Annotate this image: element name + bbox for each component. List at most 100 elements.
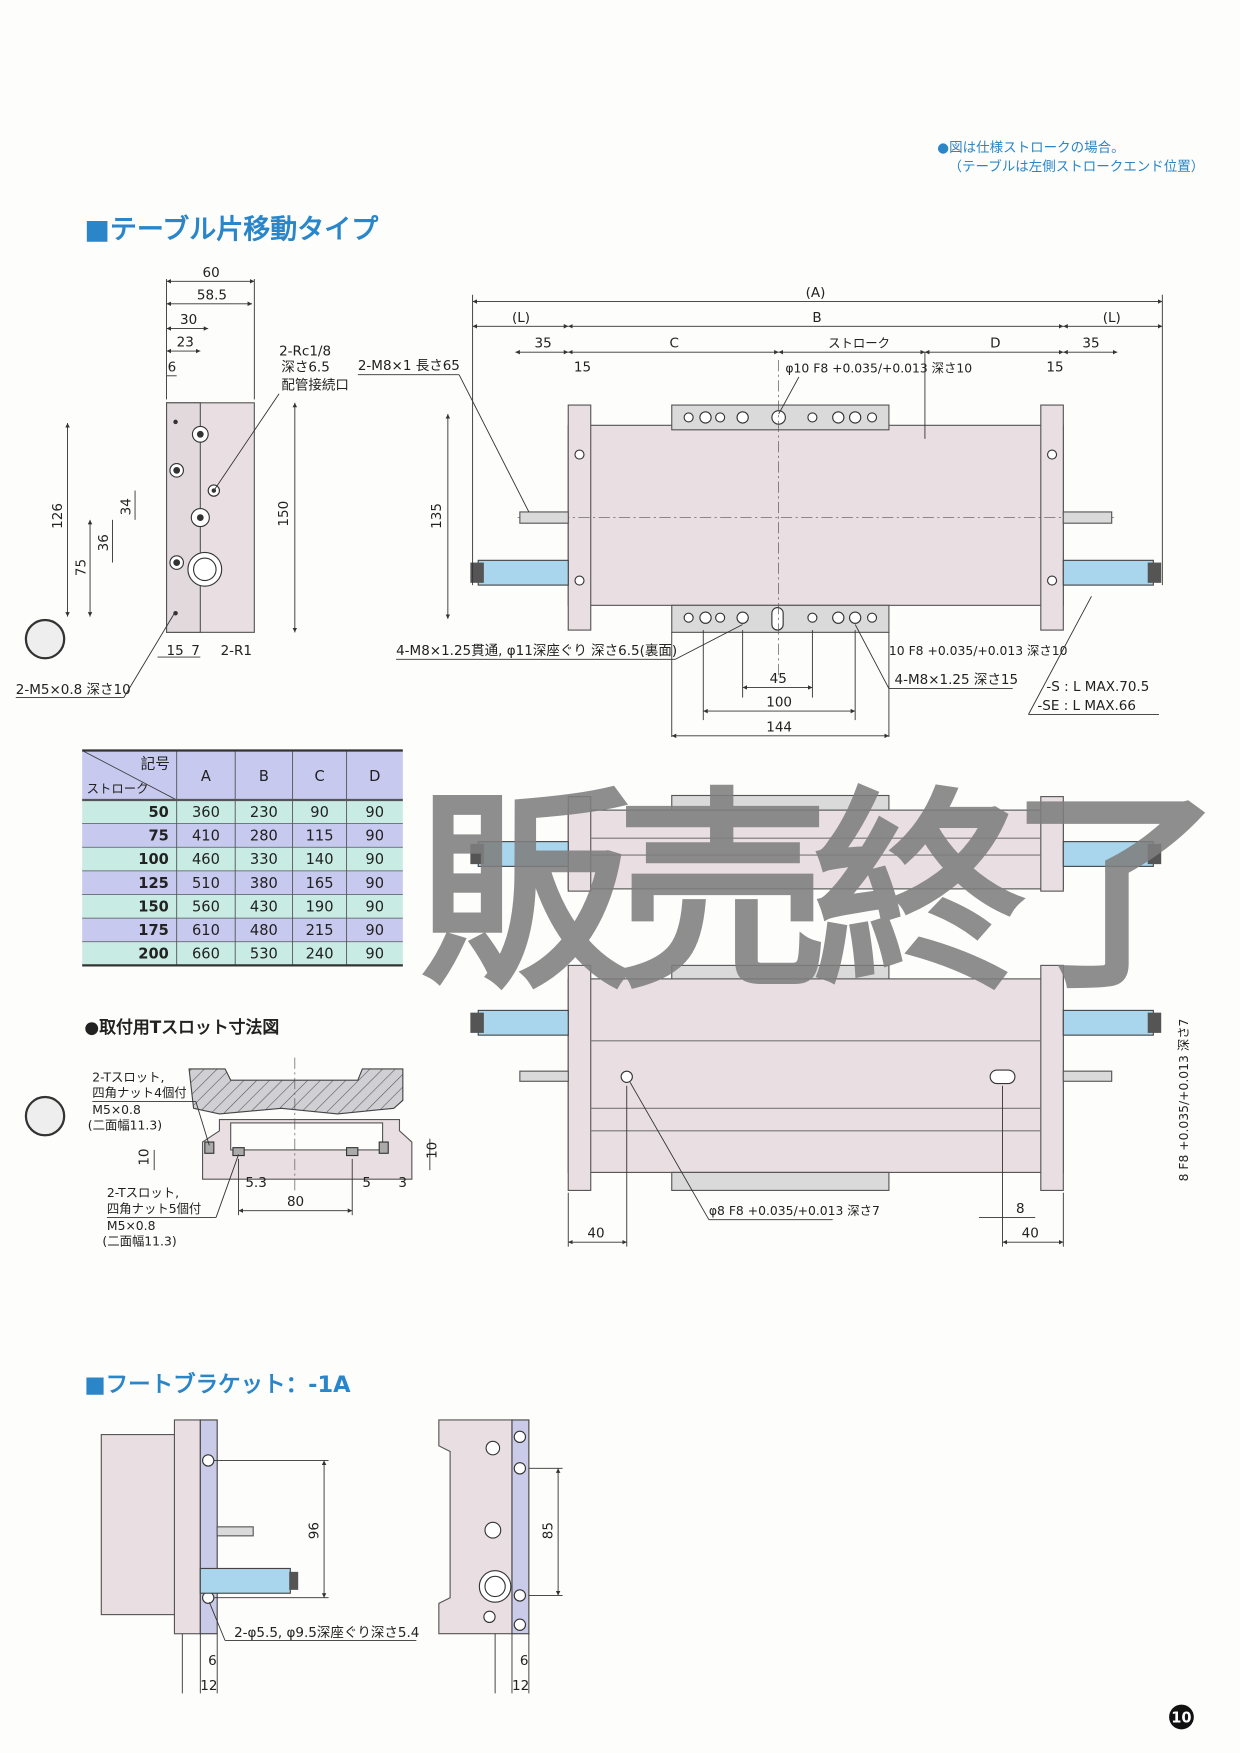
port-label-3: 配管接続口 <box>281 376 349 393</box>
table-corner-bottom: ストローク <box>87 782 149 796</box>
tslot-dim-80: 80 <box>287 1194 304 1210</box>
tslot-dim-3: 3 <box>398 1175 407 1191</box>
section-title-table-single: ■テーブル片移動タイプ <box>84 214 379 246</box>
table-cell: 560 <box>192 898 220 915</box>
tslot-upper-1: 2-Tスロット, <box>92 1070 164 1084</box>
tslot-section-drawing: 10 10 5.3 80 5 3 2-Tスロット, 四角ナット4個付 M5×0.… <box>88 1057 441 1249</box>
table-cell: 90 <box>365 875 384 892</box>
binder-hole-icon <box>24 618 66 660</box>
dim-stroke: ストローク <box>828 337 890 351</box>
tslot-title: ●取付用Tスロット寸法図 <box>84 1017 279 1037</box>
table-cell: 480 <box>250 922 278 939</box>
dim-60: 60 <box>203 265 220 281</box>
foot-dim-6-right: 6 <box>520 1653 529 1669</box>
tslot-lower-2: 四角ナット5個付 <box>107 1202 201 1216</box>
table-cell: 115 <box>306 827 334 844</box>
table-cell: 240 <box>306 946 334 963</box>
table-corner-top: 記号 <box>141 755 170 772</box>
dim-C: C <box>670 336 679 352</box>
dim-6: 6 <box>168 359 177 375</box>
table-cell: 230 <box>250 804 278 821</box>
side-pin-label: 8 F8 +0.035/+0.013 深さ7 <box>1177 1019 1191 1182</box>
dim-34: 34 <box>119 498 135 515</box>
table-cell: 90 <box>365 922 384 939</box>
table-cell: 380 <box>250 875 278 892</box>
table-cell: 280 <box>250 827 278 844</box>
table-row <box>82 918 403 942</box>
table-cell-stroke: 175 <box>138 922 169 939</box>
table-row <box>82 847 403 871</box>
through-holes-label: 4-M8×1.25貫通, φ11深座ぐり 深さ6.5(裏面) <box>396 643 677 659</box>
foot-dim-96: 96 <box>306 1522 322 1539</box>
table-cell: 90 <box>365 851 384 868</box>
table-cell: 90 <box>365 804 384 821</box>
table-cell-stroke: 125 <box>138 875 169 892</box>
table-cell: 90 <box>365 898 384 915</box>
foot-bracket-side-drawing: 85 6 12 <box>438 1419 563 1694</box>
port-label-1: 2-Rc1/8 <box>279 344 331 360</box>
dim-D: D <box>990 336 1000 352</box>
table-cell-stroke: 200 <box>138 946 169 963</box>
dim-15: 15 <box>167 643 184 659</box>
dim-45: 45 <box>770 671 787 687</box>
table-cell: 165 <box>306 875 334 892</box>
page-number-badge <box>1169 1704 1194 1730</box>
dim-L-left: (L) <box>512 310 530 326</box>
table-cell: 660 <box>192 946 220 963</box>
tslot-lower-1: 2-Tスロット, <box>107 1186 179 1200</box>
dim-75: 75 <box>74 559 90 576</box>
side-view-drawing: 60 58.5 30 23 6 126 75 36 34 150 15 7 2-… <box>16 265 349 698</box>
table-cell: 510 <box>192 875 220 892</box>
dim-144: 144 <box>766 719 792 735</box>
tslot-upper-3: M5×0.8 <box>92 1103 141 1117</box>
table-cell: 140 <box>306 851 334 868</box>
table-cell-stroke: 100 <box>138 851 169 868</box>
foot-dim-6-left: 6 <box>208 1653 217 1669</box>
table-corner-diagonal <box>81 750 177 801</box>
tslot-upper-2: 四角ナット4個付 <box>92 1086 186 1100</box>
table-column-header: B <box>259 768 269 785</box>
tslot-dim-5-3: 5.3 <box>245 1175 266 1191</box>
table-header-bg <box>82 750 403 800</box>
table-row <box>82 941 403 966</box>
tslot-dim-10-right: 10 <box>425 1142 441 1159</box>
table-column-header: A <box>201 768 211 785</box>
table-column-header: D <box>369 768 380 785</box>
table-cell-stroke: 50 <box>148 804 168 821</box>
dim-100: 100 <box>766 695 792 711</box>
dim-L-right: (L) <box>1103 310 1121 326</box>
dim-23: 23 <box>177 335 194 351</box>
tslot-lower-3: M5×0.8 <box>107 1219 156 1233</box>
tslot-upper-4: (二面幅11.3) <box>88 1118 162 1133</box>
dim-7: 7 <box>191 643 200 659</box>
page-number: 10 <box>1171 1710 1191 1727</box>
pin-hole-bottom-label: 10 F8 +0.035/+0.013 深さ10 <box>889 644 1068 658</box>
table-cell: 90 <box>365 946 384 963</box>
table-cell: 610 <box>192 922 220 939</box>
dim-126: 126 <box>50 503 66 529</box>
dim-150: 150 <box>276 501 292 527</box>
l-max-s-label: -S : L MAX.70.5 <box>1046 679 1149 695</box>
tapped-holes-label: 4-M8×1.25 深さ15 <box>895 672 1019 688</box>
table-cell-stroke: 150 <box>138 898 169 915</box>
dim-35-right: 35 <box>1082 336 1099 352</box>
table-cell: 530 <box>250 946 278 963</box>
table-cell: 410 <box>192 827 220 844</box>
dim-8: 8 <box>1016 1201 1025 1217</box>
table-cell: 430 <box>250 898 278 915</box>
table-cell: 330 <box>250 851 278 868</box>
dim-135: 135 <box>429 503 445 529</box>
tslot-dim-5: 5 <box>362 1175 371 1191</box>
table-cell: 190 <box>306 898 334 915</box>
foot-dim-12-right: 12 <box>512 1678 529 1694</box>
table-cell: 90 <box>365 827 384 844</box>
foot-bracket-front-drawing: 96 6 12 2-φ5.5, φ9.5深座ぐり深さ5.4 <box>100 1419 419 1694</box>
dim-58-5: 58.5 <box>197 287 227 303</box>
front-view-drawing <box>470 794 1162 892</box>
dim-36: 36 <box>96 534 112 551</box>
note-line-2: （テーブルは左側ストロークエンド位置） <box>949 158 1205 175</box>
table-row <box>82 799 403 824</box>
tslot-lower-4: (二面幅11.3) <box>102 1234 176 1249</box>
r1-label: 2-R1 <box>221 643 252 659</box>
